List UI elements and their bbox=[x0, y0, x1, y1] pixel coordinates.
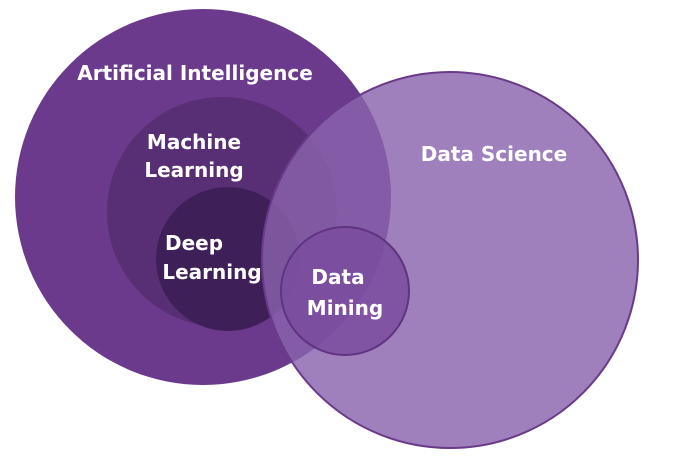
ai-label: Artificial Intelligence bbox=[77, 61, 313, 85]
dm-circle bbox=[280, 226, 410, 356]
dl-label-line1: Deep bbox=[165, 231, 223, 255]
ml-label-line2: Learning bbox=[144, 158, 243, 182]
dm-label-line2: Mining bbox=[307, 296, 383, 320]
dl-label-line2: Learning bbox=[162, 260, 261, 284]
dm-label-line1: Data bbox=[311, 265, 364, 289]
ds-label: Data Science bbox=[421, 142, 567, 166]
ml-label-line1: Machine bbox=[147, 130, 241, 154]
dl-circle bbox=[156, 187, 300, 331]
